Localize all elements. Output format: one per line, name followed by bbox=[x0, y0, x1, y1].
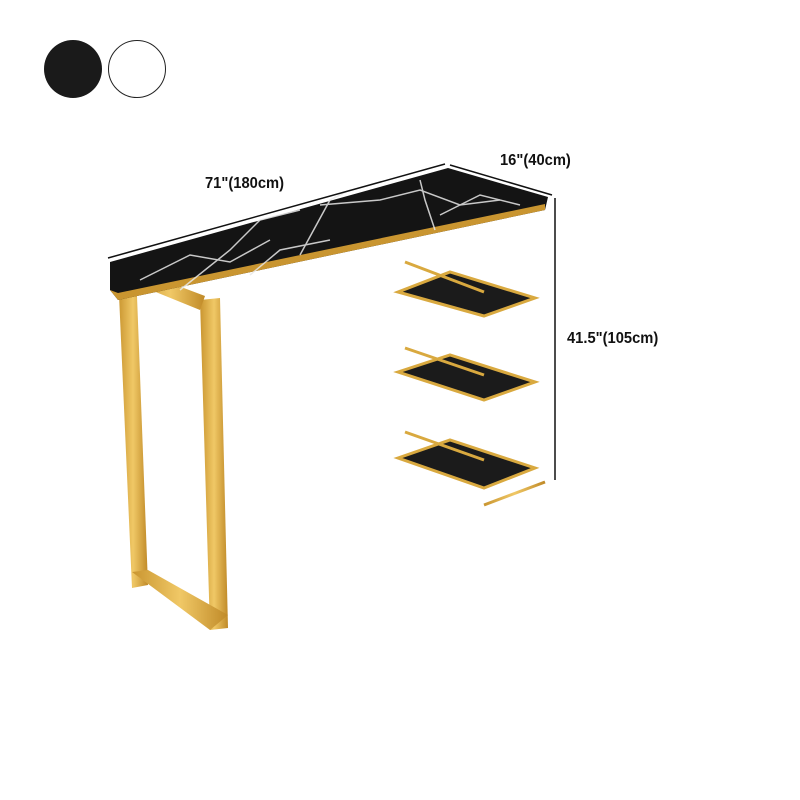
shelves bbox=[393, 260, 540, 490]
color-option-black[interactable] bbox=[44, 40, 102, 98]
dimension-lines bbox=[107, 163, 556, 480]
depth-dimension-label: 16"(40cm) bbox=[500, 152, 571, 169]
marble-tabletop bbox=[110, 168, 548, 300]
height-dimension-label: 41.5"(105cm) bbox=[567, 330, 659, 347]
color-option-white[interactable] bbox=[108, 40, 166, 98]
shelf-bars-front bbox=[486, 208, 540, 490]
leg-frame bbox=[118, 270, 228, 630]
length-dimension-label: 71"(180cm) bbox=[205, 175, 284, 192]
